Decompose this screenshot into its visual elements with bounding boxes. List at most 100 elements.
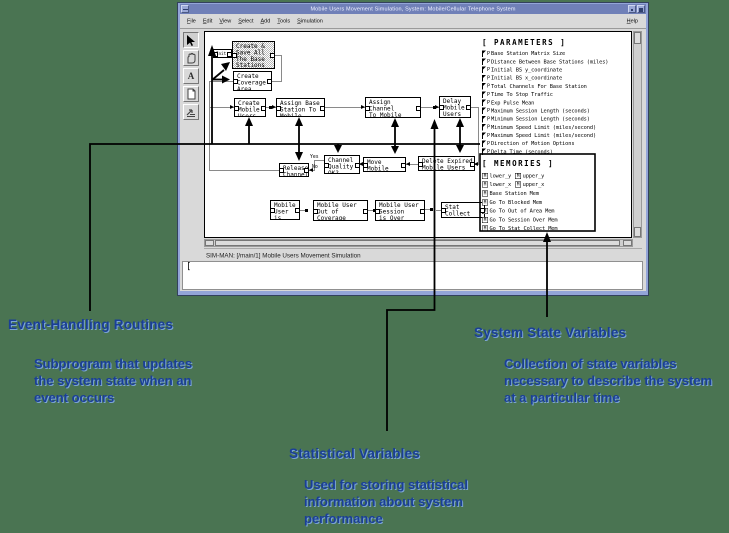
junction-dot <box>269 106 272 109</box>
titlebar[interactable]: Mobile Users Movement Simulation, System… <box>180 4 646 14</box>
menu-view[interactable]: View <box>219 18 232 24</box>
node-user-blocked[interactable]: Mobile User is Blocked <box>270 200 300 220</box>
node-assign-base-station[interactable]: Assign Base Station To Mobile Users <box>276 98 325 117</box>
parameter-icon <box>482 148 486 156</box>
horizontal-scrollbar[interactable] <box>204 239 633 247</box>
page-icon <box>187 88 196 100</box>
statusbar: SIM-MAN: [/main/1] Mobile Users Movement… <box>204 248 642 260</box>
wire-arrow <box>272 104 276 109</box>
annotation-title-system-state: System State Variables <box>474 325 627 340</box>
window-menu-button[interactable] <box>181 5 189 13</box>
menubar: File Edit View Select Add Tools Simulati… <box>180 14 646 29</box>
menu-file[interactable]: File <box>187 18 196 24</box>
node-channel-quality[interactable]: Channel Quality OK? <box>324 155 360 174</box>
menu-tools[interactable]: Tools <box>277 18 291 24</box>
status-text: SIM-MAN: [/main/1] Mobile Users Movement… <box>206 252 361 259</box>
window-inner: Mobile Users Movement Simulation, System… <box>180 4 646 291</box>
node-stat-collect[interactable]: Stat Collect & Compute <box>441 202 485 218</box>
parameter-icon <box>482 66 486 74</box>
page-tool-button[interactable] <box>183 86 199 102</box>
minimize-button[interactable] <box>628 5 636 13</box>
parameters-header: [ PARAMETERS ] <box>482 38 567 47</box>
vertical-scrollbar[interactable] <box>633 31 642 238</box>
scroll-button[interactable] <box>205 240 214 246</box>
annotation-title-statistical: Statistical Variables <box>289 446 421 461</box>
zoom-icon <box>186 109 195 117</box>
text-tool-icon: A <box>187 71 195 81</box>
wire <box>275 55 282 56</box>
wire <box>209 107 234 108</box>
app-window: Mobile Users Movement Simulation, System… <box>177 2 649 296</box>
pointer-tool-button[interactable] <box>183 32 199 48</box>
wire <box>281 55 282 82</box>
menu-select[interactable]: Select <box>238 18 254 24</box>
text-cursor: [ <box>186 262 192 272</box>
node-create-mobile-users[interactable]: Create Mobile Users <box>234 98 266 117</box>
parameter-icon <box>482 99 486 107</box>
memories-header: [ MEMORIES ] <box>482 159 555 168</box>
parameter-icon <box>482 132 486 139</box>
wire <box>421 107 439 108</box>
wire <box>325 107 365 108</box>
text-tool-button[interactable]: A <box>183 68 199 84</box>
wire <box>314 160 324 161</box>
node-move-mobile-users[interactable]: Move Mobile Users <box>363 157 406 172</box>
wire-arrow <box>361 104 365 109</box>
parameter-icon <box>482 50 486 57</box>
log-area[interactable]: [ <box>182 261 643 290</box>
menu-help[interactable]: Help <box>626 18 638 24</box>
zoom-tool-button[interactable] <box>183 104 199 120</box>
node-create-coverage-area[interactable]: Create Coverage Area <box>233 71 272 91</box>
scroll-thumb[interactable] <box>634 32 641 44</box>
menu-edit[interactable]: Edit <box>202 18 213 24</box>
annotation-body-event-handling: Subprogram that updates the system state… <box>34 356 193 405</box>
node-init[interactable]: Init <box>213 49 232 58</box>
node-session-over[interactable]: Mobile User Session is Over <box>375 200 425 221</box>
wire-arrow <box>230 104 234 109</box>
parameter-icon <box>482 83 486 90</box>
menu-add[interactable]: Add <box>260 18 271 24</box>
junction-dot <box>433 106 436 109</box>
pan-tool-button[interactable] <box>183 50 199 66</box>
wire-arrow <box>435 104 439 109</box>
node-assign-channel[interactable]: Assign Channel To Mobile Users <box>365 97 421 118</box>
wire <box>270 81 282 82</box>
scroll-button[interactable] <box>623 240 632 246</box>
node-create-save-base-stations[interactable]: Create & Save All The Base Stations <box>232 41 275 69</box>
annotation-title-event-handling: Event-Handling Routines <box>8 317 174 332</box>
node-out-of-coverage[interactable]: Mobile User Out of Coverage Area <box>313 200 368 221</box>
scroll-thumb[interactable] <box>215 240 620 246</box>
node-delete-expired[interactable]: Delete Expired Mobile Users <box>418 156 475 171</box>
scroll-button[interactable] <box>634 227 641 237</box>
maximize-button[interactable] <box>637 5 645 13</box>
node-delay-mobile-users[interactable]: Delay Mobile Users <box>439 96 471 118</box>
diagram-canvas[interactable]: Init Create & Save All The Base Stations… <box>204 31 632 238</box>
parameter-icon <box>482 74 486 82</box>
pointer-icon <box>187 35 195 46</box>
menu-simulation[interactable]: Simulation <box>297 18 323 24</box>
node-release-channel[interactable]: Release Channel <box>279 163 309 177</box>
wire-arrow <box>406 161 410 166</box>
